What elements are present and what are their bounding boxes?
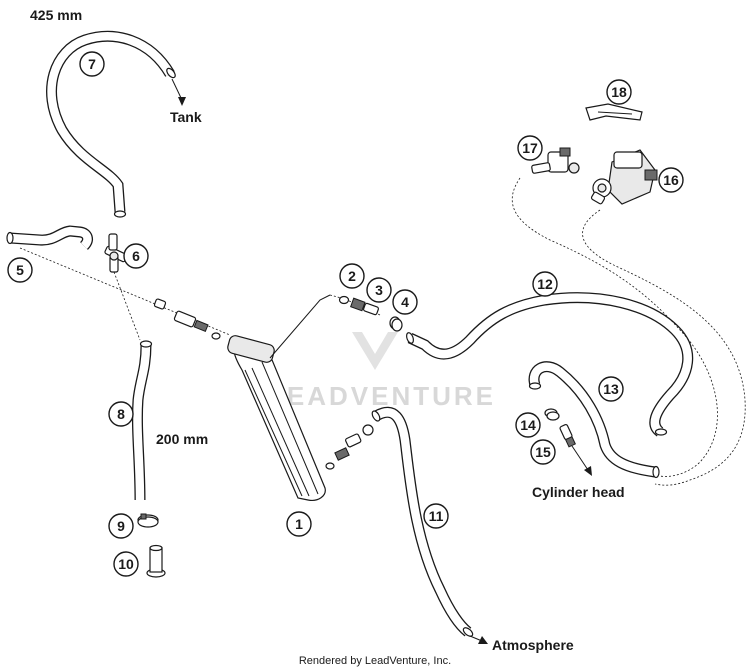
callout-11[interactable]: 11 (423, 503, 449, 529)
callout-15-label: 15 (535, 444, 551, 460)
callout-10[interactable]: 10 (113, 551, 139, 577)
callout-8-label: 8 (117, 406, 125, 422)
clamp-9[interactable] (137, 513, 159, 528)
callout-11-label: 11 (429, 508, 444, 524)
routing-line-17 (511, 177, 718, 477)
callout-14[interactable]: 14 (515, 412, 541, 438)
clamp-14[interactable] (544, 408, 560, 421)
callout-14-label: 14 (520, 417, 536, 433)
hose-8[interactable] (131, 340, 153, 501)
bracket-18[interactable] (585, 103, 643, 121)
callout-7-label: 7 (88, 56, 96, 72)
callout-1-label: 1 (295, 516, 303, 532)
hose-13[interactable] (528, 361, 660, 479)
callout-17-label: 17 (522, 140, 538, 156)
watermark-text: LEADVENTURE (268, 381, 496, 411)
label-hose7-length: 425 mm (30, 7, 82, 23)
label-hose8-length: 200 mm (156, 431, 208, 447)
plug-10[interactable] (146, 544, 166, 578)
outlet-fittings[interactable] (325, 424, 374, 470)
callout-5-label: 5 (16, 262, 24, 278)
purge-valve-16[interactable] (590, 149, 658, 205)
callout-15[interactable]: 15 (530, 439, 556, 465)
watermark: LEADVENTURE (268, 332, 496, 411)
callout-5[interactable]: 5 (7, 257, 33, 283)
arrow-tank (178, 97, 186, 106)
callout-13-label: 13 (603, 381, 619, 397)
hose-5[interactable] (6, 225, 93, 250)
nipple-15[interactable] (559, 424, 576, 448)
callout-18-label: 18 (611, 84, 627, 100)
callout-18[interactable]: 18 (606, 79, 632, 105)
assembly-line-6 (113, 271, 141, 341)
callout-8[interactable]: 8 (108, 401, 134, 427)
callout-17[interactable]: 17 (517, 135, 543, 161)
washer-2[interactable] (338, 295, 350, 305)
callout-9[interactable]: 9 (108, 513, 134, 539)
hose-12[interactable] (405, 292, 694, 437)
callout-2[interactable]: 2 (339, 263, 365, 289)
canister-1[interactable] (226, 334, 326, 501)
callout-9-label: 9 (117, 518, 125, 534)
callout-16-label: 16 (663, 172, 679, 188)
routing-line-16 (582, 209, 746, 486)
leader-cylinder-head (571, 445, 589, 471)
callout-10-label: 10 (118, 556, 134, 572)
callout-6-label: 6 (132, 248, 140, 264)
callout-1[interactable]: 1 (286, 511, 312, 537)
arrow-atmosphere (478, 636, 488, 644)
callout-13[interactable]: 13 (598, 376, 624, 402)
leader-tank (171, 78, 183, 101)
callout-16[interactable]: 16 (658, 167, 684, 193)
callout-4[interactable]: 4 (392, 289, 418, 315)
callout-12-label: 12 (537, 276, 553, 292)
nipple-3[interactable] (350, 297, 379, 316)
label-cylinder-head: Cylinder head (532, 484, 625, 500)
clamp-4[interactable] (389, 316, 403, 332)
callout-2-label: 2 (348, 268, 356, 284)
label-atmosphere: Atmosphere (492, 637, 574, 653)
callout-12[interactable]: 12 (532, 271, 558, 297)
callout-4-label: 4 (401, 294, 409, 310)
footer: Rendered by LeadVenture, Inc. (299, 655, 451, 667)
arrow-cylinder-head (584, 466, 592, 476)
label-tank: Tank (170, 109, 202, 125)
callout-6[interactable]: 6 (123, 243, 149, 269)
hose-7[interactable] (46, 30, 177, 218)
inlet-fittings[interactable] (153, 298, 221, 340)
callout-7[interactable]: 7 (79, 51, 105, 77)
hose-11[interactable] (371, 406, 474, 638)
callout-3[interactable]: 3 (366, 277, 392, 303)
connector-17[interactable] (531, 147, 580, 174)
canister-outlet-line (269, 294, 331, 359)
callout-3-label: 3 (375, 282, 383, 298)
watermark-logo (352, 332, 398, 370)
